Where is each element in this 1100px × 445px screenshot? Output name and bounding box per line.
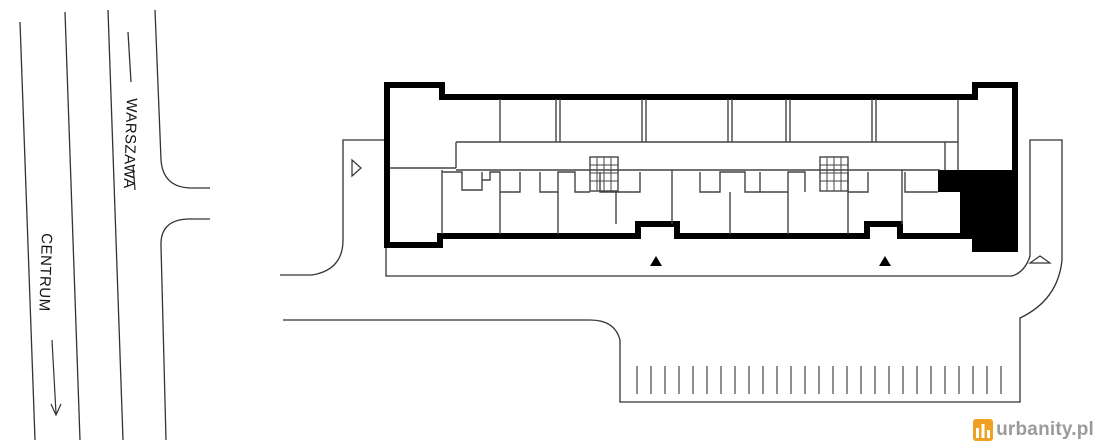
entrance-marker-east: [879, 256, 891, 266]
street-label: WARSZAWA: [120, 98, 140, 189]
lane-line-1: [127, 31, 132, 83]
watermark: urbanity.pl: [973, 419, 1094, 441]
driveway-outer-edge: [280, 139, 386, 276]
stair-core: [960, 170, 1013, 247]
access-road: [280, 139, 1063, 403]
driveway-inner-edge: [283, 139, 1063, 403]
road-median-right: [107, 9, 124, 441]
lane-line-2: [132, 164, 136, 191]
building-outer-wall: [384, 82, 1018, 252]
core-grids: [590, 157, 848, 191]
watermark-text: urbanity.pl: [996, 419, 1094, 440]
interior-walls: [390, 99, 959, 234]
main-road: [19, 9, 210, 441]
direction-arrow: [50, 339, 62, 417]
entrance-marker-west: [650, 256, 662, 266]
road-edge-right-upper: [154, 9, 210, 189]
parking-entry-marker: [1028, 255, 1052, 264]
road-edge-outer-left: [19, 21, 36, 441]
road-edge-right-lower: [160, 218, 210, 441]
road-median-left: [64, 11, 81, 441]
urbanity-logo-icon: [973, 419, 994, 441]
direction-label: CENTRUM: [35, 233, 55, 312]
entry-block: [938, 170, 962, 192]
parking-area: [636, 366, 1002, 394]
garage-entry-marker: [351, 158, 362, 178]
